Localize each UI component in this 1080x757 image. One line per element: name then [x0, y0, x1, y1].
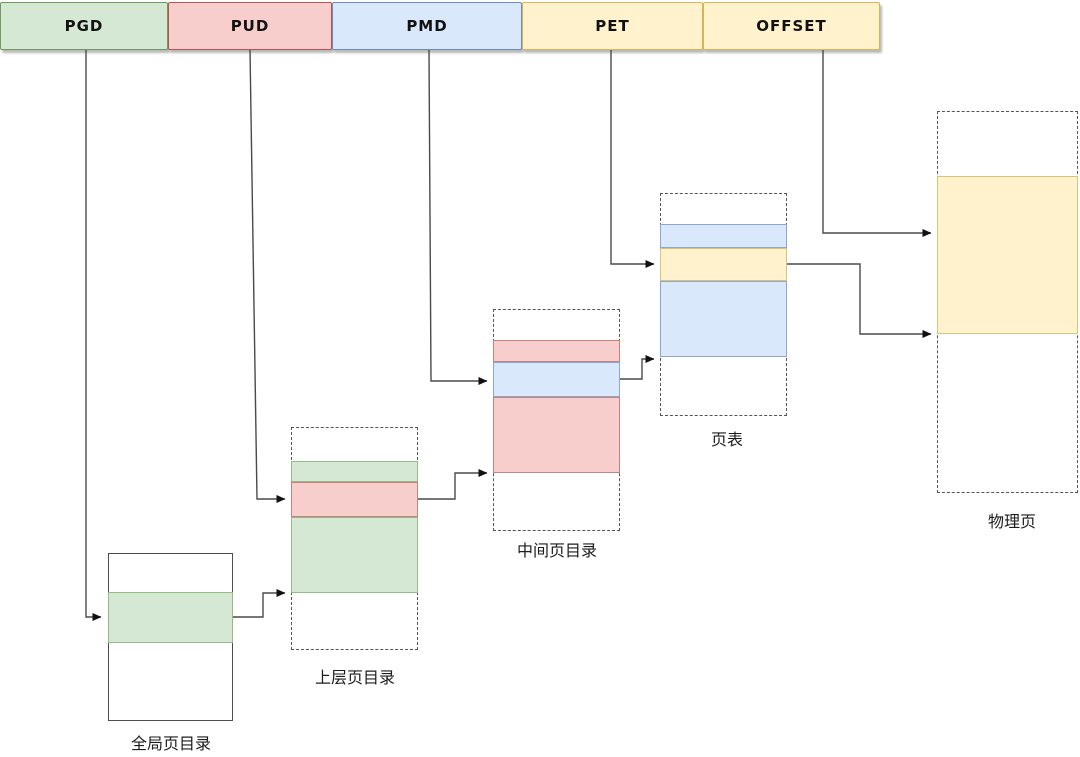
- page-table-label: 页表: [710, 430, 744, 449]
- address-segment-offset: OFFSET: [703, 2, 880, 50]
- arrow-global-dir-to-upper-dir: [233, 589, 286, 618]
- arrow-upper-dir-to-middle-dir: [418, 469, 488, 500]
- global-page-directory-label: 全局页目录: [130, 734, 212, 753]
- address-segment-pgd-label: PGD: [64, 17, 104, 35]
- middle-page-directory-box: [493, 309, 620, 531]
- middle-page-directory-label: 中间页目录: [516, 541, 598, 560]
- address-segment-pgd: PGD: [0, 2, 168, 50]
- arrow-pet-to-page-table: [610, 50, 655, 268]
- upper-page-directory-label: 上层页目录: [314, 668, 396, 687]
- arrow-pmd-to-middle-dir: [428, 49, 488, 385]
- address-segment-pmd: PMD: [332, 2, 522, 50]
- address-segment-pud: PUD: [168, 2, 332, 50]
- physical-page-frame: [937, 176, 1078, 334]
- upper-dir-selected-entry: [291, 482, 418, 517]
- physical-page-box: [937, 111, 1078, 493]
- upper-dir-green-band-top: [291, 461, 418, 482]
- upper-dir-green-band-bottom: [291, 517, 418, 593]
- arrow-pud-to-upper-dir: [249, 49, 286, 503]
- global-dir-selected-entry: [108, 592, 233, 643]
- page-table-selected-entry: [660, 248, 787, 281]
- arrow-middle-dir-to-page-table: [620, 355, 655, 380]
- physical-page-label: 物理页: [987, 512, 1037, 531]
- address-segment-pet: PET: [522, 2, 703, 50]
- middle-dir-red-band-top: [493, 340, 620, 362]
- address-segment-offset-label: OFFSET: [756, 17, 827, 35]
- middle-dir-red-band-bottom: [493, 397, 620, 473]
- arrow-offset-to-physical-page: [822, 50, 932, 237]
- page-table-blue-band-top: [660, 224, 787, 248]
- arrow-page-table-to-physical-page: [787, 263, 932, 338]
- address-segment-pmd-label: PMD: [406, 17, 448, 35]
- middle-dir-selected-entry: [493, 362, 620, 397]
- global-page-directory-box: [108, 553, 233, 721]
- page-table-box: [660, 193, 787, 416]
- address-segment-pet-label: PET: [595, 17, 630, 35]
- arrow-pgd-to-global-dir: [85, 50, 102, 621]
- page-table-blue-band-bottom: [660, 281, 787, 357]
- address-segment-pud-label: PUD: [230, 17, 270, 35]
- upper-page-directory-box: [291, 427, 418, 650]
